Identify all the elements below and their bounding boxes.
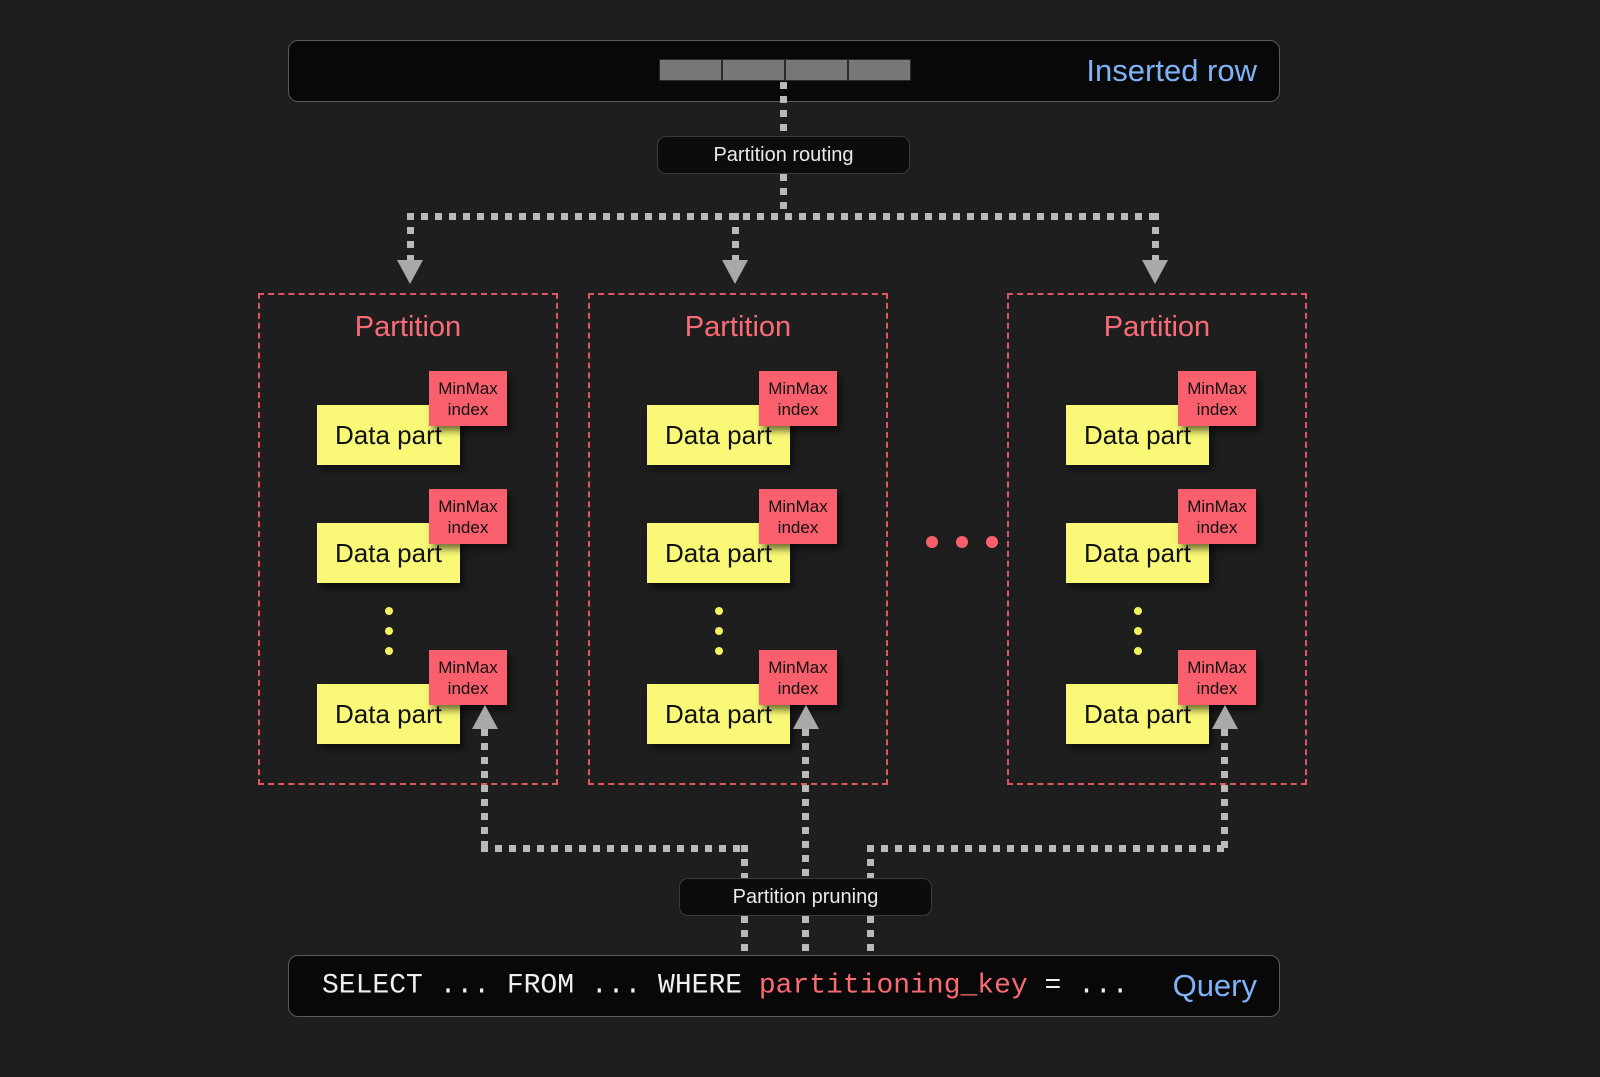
connector-pruning-partition-1-horizontal: [481, 845, 747, 852]
minmax-index-label: MinMax index: [768, 378, 828, 419]
partition-title: Partition: [1103, 311, 1211, 343]
connector-pruning-partition-3-down: [867, 845, 874, 887]
partition-pruning-label: Partition pruning: [732, 885, 879, 908]
data-part-label: Data part: [665, 537, 772, 568]
partition-ellipsis: [926, 536, 1016, 548]
partition-box-1: Partition Data part MinMax index Data pa…: [258, 293, 558, 785]
data-part: Data part: [317, 405, 460, 465]
data-part-label: Data part: [1084, 537, 1191, 568]
connector-pruning-partition-2-vertical: [802, 729, 809, 887]
data-part-label: Data part: [335, 419, 442, 450]
minmax-index-label: MinMax index: [438, 496, 498, 537]
query-sql-text: SELECT ... FROM ... WHERE partitioning_k…: [322, 971, 1129, 1002]
data-part-label: Data part: [335, 698, 442, 729]
sql-prefix: SELECT ... FROM ... WHERE: [322, 970, 759, 1002]
partition-box-2: Partition Data part MinMax index Data pa…: [588, 293, 888, 785]
sql-partitioning-key: partitioning_key: [758, 970, 1028, 1002]
connector-routing-to-bus: [780, 174, 787, 216]
partition-routing-label: Partition routing: [713, 143, 854, 166]
data-part-label: Data part: [665, 698, 772, 729]
connector-pruning-to-query-3: [867, 916, 874, 952]
partition-title: Partition: [684, 311, 792, 343]
data-part-label: Data part: [1084, 698, 1191, 729]
data-part-label: Data part: [1084, 419, 1191, 450]
connector-pruning-to-query-2: [802, 916, 809, 952]
query-bar: SELECT ... FROM ... WHERE partitioning_k…: [288, 955, 1280, 1017]
arrow-down-partition-3: [1142, 260, 1168, 284]
connector-pruning-to-query-1: [741, 916, 748, 952]
minmax-index: MinMax index: [429, 489, 507, 544]
minmax-index-label: MinMax index: [438, 657, 498, 698]
row-cell: [722, 59, 785, 81]
row-cell: [659, 59, 722, 81]
arrow-up-partition-2: [793, 705, 819, 729]
minmax-index-label: MinMax index: [768, 657, 828, 698]
sql-suffix: = ...: [1027, 970, 1129, 1002]
connector-pruning-partition-3-vertical: [1221, 729, 1228, 848]
minmax-index: MinMax index: [759, 371, 837, 426]
row-cell: [785, 59, 848, 81]
minmax-index: MinMax index: [1178, 371, 1256, 426]
partition-routing-box: Partition routing: [657, 136, 910, 174]
inserted-row-cells: [659, 59, 911, 81]
minmax-index: MinMax index: [429, 650, 507, 705]
minmax-index: MinMax index: [759, 489, 837, 544]
connector-drop-partition-1: [407, 213, 414, 265]
partition-pruning-box: Partition pruning: [679, 878, 932, 916]
parts-ellipsis: [385, 607, 393, 667]
inserted-row-label: Inserted row: [1086, 53, 1257, 88]
arrow-up-partition-1: [472, 705, 498, 729]
row-cell: [848, 59, 911, 81]
connector-distribution-bus: [407, 213, 1159, 220]
arrow-up-partition-3: [1212, 705, 1238, 729]
minmax-index: MinMax index: [1178, 650, 1256, 705]
partition-title: Partition: [354, 311, 462, 343]
parts-ellipsis: [1134, 607, 1142, 667]
data-part-label: Data part: [335, 537, 442, 568]
minmax-index-label: MinMax index: [1187, 378, 1247, 419]
connector-pruning-partition-1-down: [741, 845, 748, 887]
minmax-index: MinMax index: [759, 650, 837, 705]
connector-drop-partition-2: [732, 213, 739, 265]
minmax-index-label: MinMax index: [768, 496, 828, 537]
arrow-down-partition-1: [397, 260, 423, 284]
minmax-index-label: MinMax index: [1187, 657, 1247, 698]
minmax-index: MinMax index: [1178, 489, 1256, 544]
parts-ellipsis: [715, 607, 723, 667]
arrow-down-partition-2: [722, 260, 748, 284]
partition-box-3: Partition Data part MinMax index Data pa…: [1007, 293, 1307, 785]
minmax-index-label: MinMax index: [1187, 496, 1247, 537]
connector-pruning-partition-1-vertical: [481, 729, 488, 848]
data-part-label: Data part: [665, 419, 772, 450]
minmax-index-label: MinMax index: [438, 378, 498, 419]
connector-row-to-routing: [780, 82, 787, 138]
minmax-index: MinMax index: [429, 371, 507, 426]
connector-pruning-partition-3-horizontal: [867, 845, 1228, 852]
query-label: Query: [1172, 968, 1257, 1003]
connector-drop-partition-3: [1152, 213, 1159, 265]
